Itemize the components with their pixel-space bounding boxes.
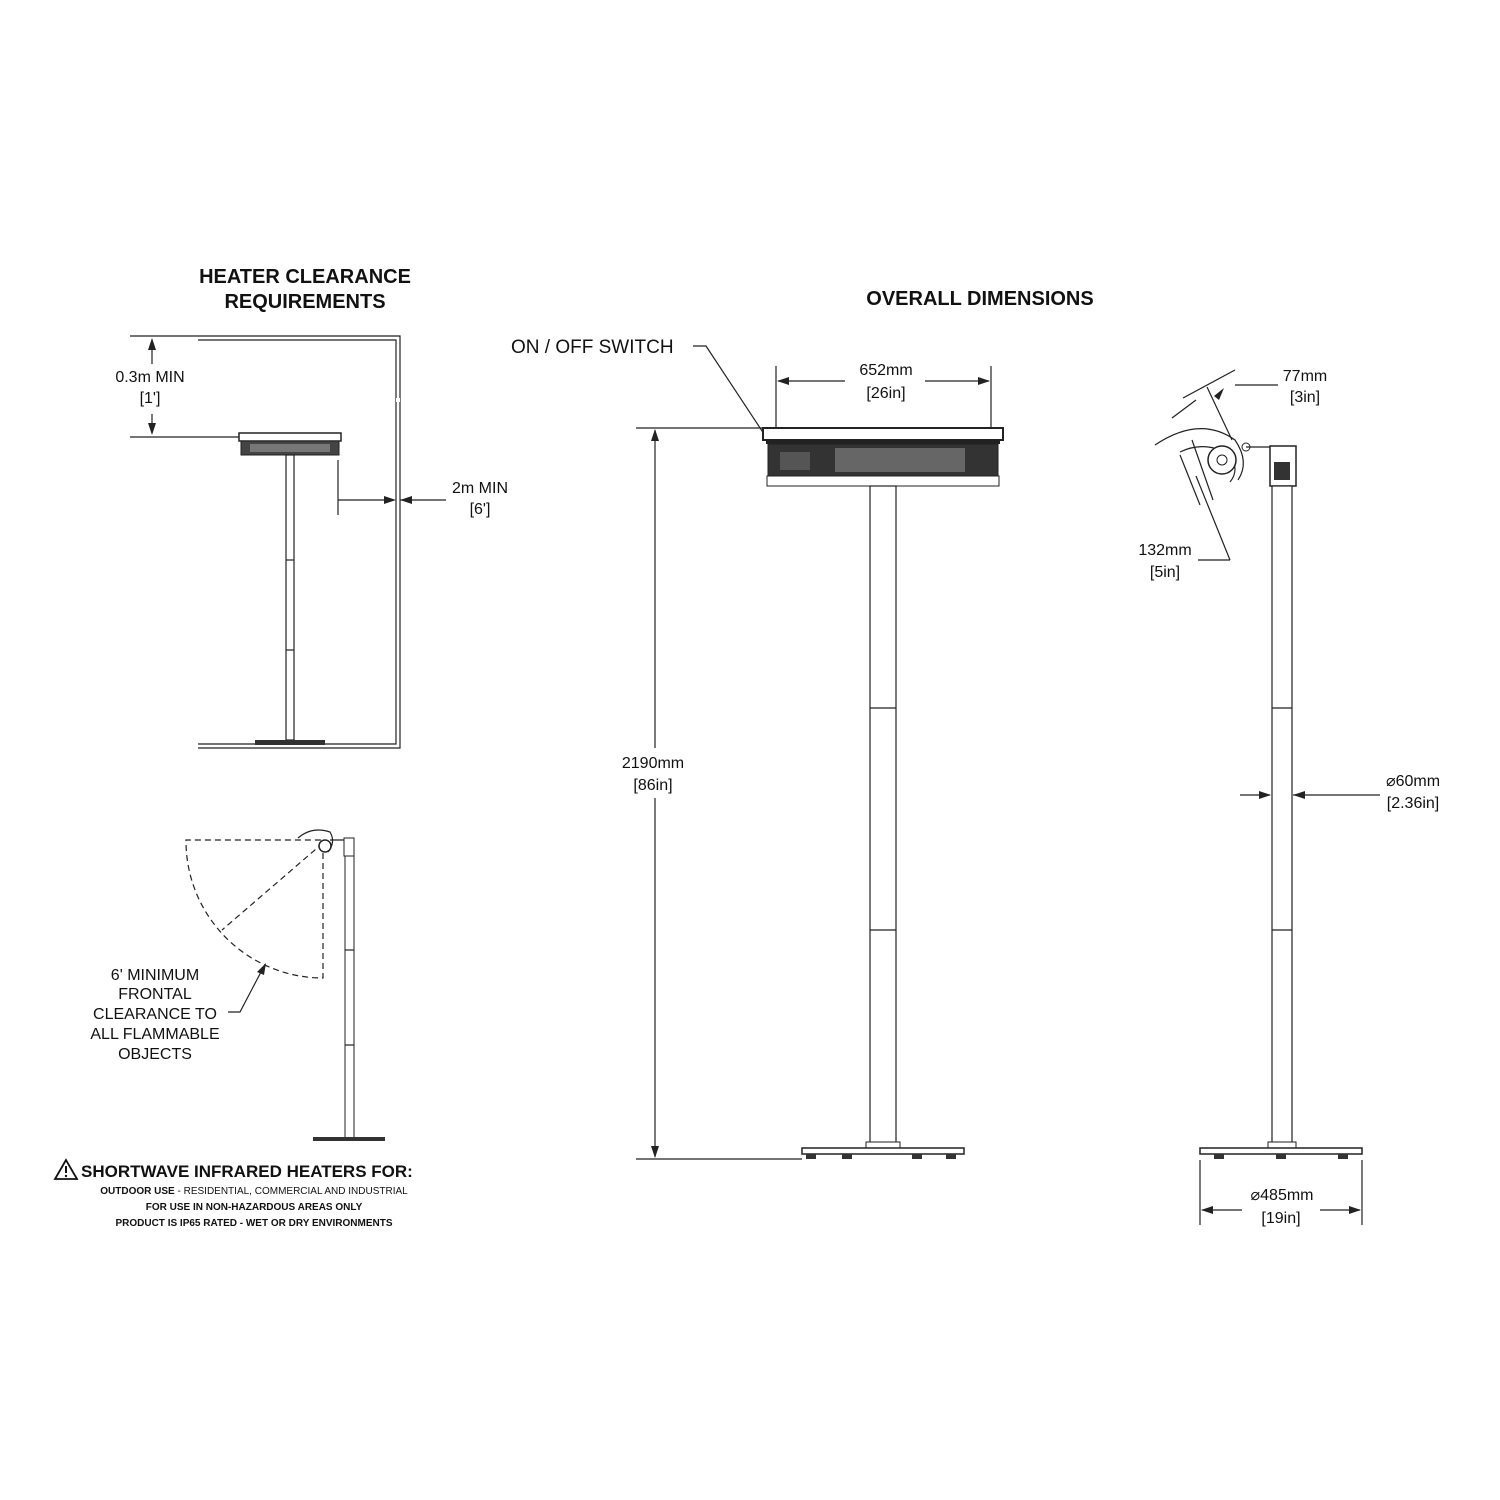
- overall-title: OVERALL DIMENSIONS: [866, 288, 1093, 310]
- depth-dimension: 77mm [3in]: [1171, 368, 1327, 441]
- height-dimension: 2190mm [86in]: [622, 427, 802, 1160]
- clearance-title-line2: REQUIREMENTS: [224, 291, 385, 313]
- base-diameter-dimension: ⌀485mm [19in]: [1199, 1160, 1363, 1227]
- width-dimension: 652mm [26in]: [775, 361, 992, 428]
- top-clearance-dimension: 0.3m MIN [1']: [115, 335, 239, 438]
- top-clearance-label: 0.3m MIN: [115, 369, 184, 386]
- warning-icon: [53, 1158, 79, 1180]
- head-height-imperial: [5in]: [1150, 564, 1180, 581]
- clearance-title-line1: HEATER CLEARANCE: [199, 266, 411, 288]
- base-diameter-imperial: [19in]: [1261, 1210, 1300, 1227]
- warning-line2: FOR USE IN NON-HAZARDOUS AREAS ONLY: [146, 1202, 363, 1213]
- width-imperial: [26in]: [866, 385, 905, 402]
- enclosure-outline: [198, 335, 401, 749]
- head-height-label: 132mm: [1138, 542, 1191, 559]
- warning-line1: OUTDOOR USE - RESIDENTIAL, COMMERCIAL AN…: [100, 1186, 408, 1197]
- warning-block: SHORTWAVE INFRARED HEATERS FOR: OUTDOOR …: [53, 1158, 413, 1229]
- side-view-heater: [1154, 428, 1363, 1159]
- pole-diameter-label: ⌀60mm: [1386, 773, 1440, 790]
- head-height-dimension: 132mm [5in]: [1138, 439, 1231, 581]
- overall-section: OVERALL DIMENSIONS ON / OFF SWITCH: [511, 288, 1440, 1227]
- frontal-note-line5: OBJECTS: [118, 1046, 192, 1063]
- depth-imperial: [3in]: [1290, 389, 1320, 406]
- depth-label: 77mm: [1283, 368, 1327, 385]
- warning-line3: PRODUCT IS IP65 RATED - WET OR DRY ENVIR…: [115, 1218, 392, 1229]
- side-clearance-imperial: [6']: [470, 501, 491, 518]
- frontal-note-line2: FRONTAL: [118, 986, 192, 1003]
- height-imperial: [86in]: [633, 777, 672, 794]
- front-view-heater: [762, 427, 1004, 1159]
- warning-title: SHORTWAVE INFRARED HEATERS FOR:: [81, 1162, 413, 1181]
- frontal-clearance-view: [185, 829, 385, 1141]
- width-label: 652mm: [859, 362, 912, 379]
- frontal-note-line1: 6' MINIMUM: [111, 967, 199, 984]
- height-label: 2190mm: [622, 755, 684, 772]
- pole-diameter-imperial: [2.36in]: [1387, 795, 1440, 812]
- side-clearance-dimension: 2m MIN [6']: [337, 460, 508, 518]
- frontal-note-line3: CLEARANCE TO: [93, 1006, 217, 1023]
- frontal-note-line4: ALL FLAMMABLE: [90, 1026, 219, 1043]
- switch-label: ON / OFF SWITCH: [511, 337, 674, 358]
- base-diameter-label: ⌀485mm: [1251, 1187, 1314, 1204]
- clearance-heater-front: [238, 432, 342, 745]
- clearance-section: HEATER CLEARANCE REQUIREMENTS 0.3m: [53, 266, 508, 1229]
- top-clearance-imperial: [1']: [140, 390, 161, 407]
- frontal-clearance-note: 6' MINIMUM FRONTAL CLEARANCE TO ALL FLAM…: [90, 967, 219, 1063]
- side-clearance-label: 2m MIN: [452, 480, 508, 497]
- switch-leader-line: [693, 345, 769, 441]
- pole-diameter-dimension: ⌀60mm [2.36in]: [1240, 773, 1440, 812]
